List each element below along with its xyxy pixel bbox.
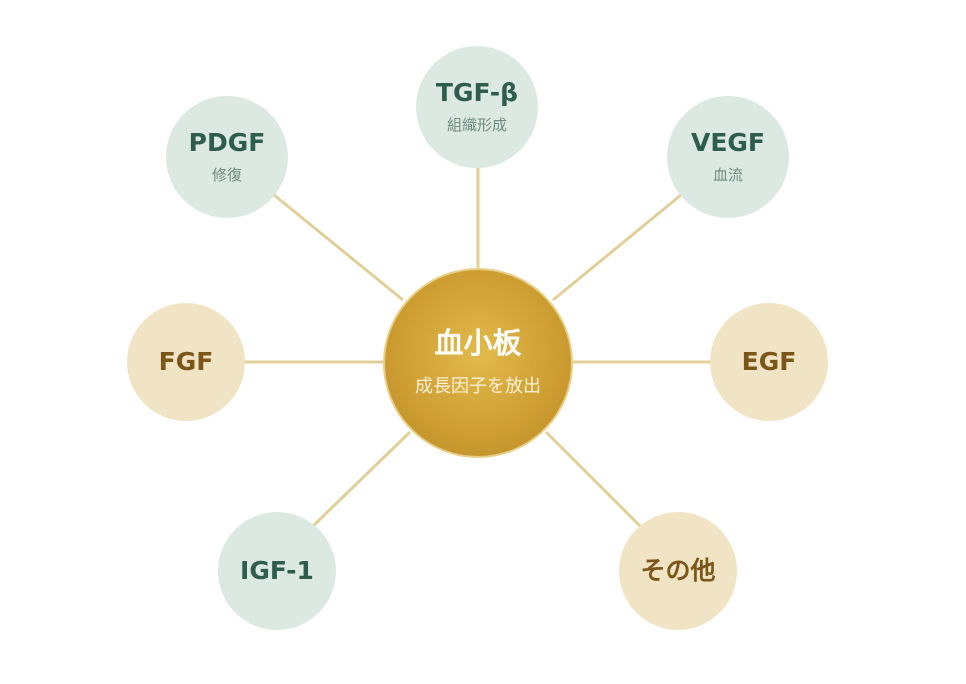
node-pdgf-role: 修復	[211, 166, 242, 185]
node-tgf-beta-role: 組織形成	[446, 116, 507, 135]
node-other-label: その他	[640, 556, 716, 586]
node-pdgf-label: PDGF	[188, 127, 266, 157]
center-title: 血小板	[434, 326, 522, 361]
link-vegf	[552, 193, 682, 302]
center-platelet-node: 血小板 成長因子を放出	[383, 268, 573, 458]
link-igf-1	[310, 430, 412, 529]
link-other	[544, 430, 643, 529]
node-igf-1-label: IGF-1	[240, 556, 314, 586]
node-vegf-label: VEGF	[690, 127, 766, 157]
node-fgf-label: FGF	[158, 347, 214, 377]
node-tgf-beta-label: TGF-β	[435, 77, 519, 107]
node-tgf-beta: TGF-β 組織形成	[416, 46, 538, 168]
node-other: その他	[619, 512, 737, 630]
center-subtitle: 成長因子を放出	[415, 375, 541, 397]
node-pdgf: PDGF 修復	[166, 96, 288, 218]
node-fgf: FGF	[127, 303, 245, 421]
node-vegf-role: 血流	[712, 166, 743, 185]
node-vegf: VEGF 血流	[667, 96, 789, 218]
node-egf-label: EGF	[741, 347, 797, 377]
node-egf: EGF	[710, 303, 828, 421]
link-pdgf	[273, 193, 404, 302]
node-igf-1: IGF-1	[218, 512, 336, 630]
